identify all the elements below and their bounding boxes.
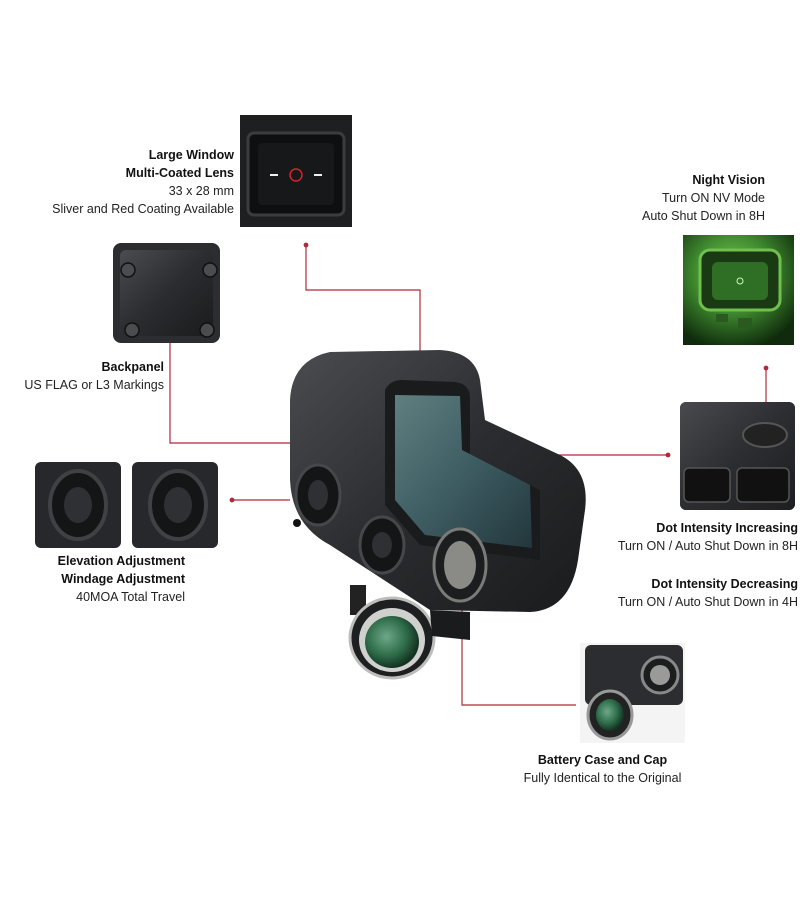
- callout-night-vision: Night Vision Turn ON NV Mode Auto Shut D…: [642, 171, 765, 225]
- screw-icon: [202, 262, 218, 278]
- up-button-icon: [683, 467, 731, 503]
- night-vision-title: Night Vision: [692, 173, 765, 187]
- backpanel-thumbnail: [113, 243, 220, 343]
- nv-shutdown-text: Auto Shut Down in 8H: [642, 209, 765, 223]
- dot-increase-text: Turn ON / Auto Shut Down in 8H: [617, 539, 798, 553]
- screw-icon: [199, 322, 215, 338]
- callout-backpanel: Backpanel US FLAG or L3 Markings: [24, 358, 164, 394]
- backpanel-markings-text: US FLAG or L3 Markings: [24, 378, 164, 392]
- nv-mode-text: Turn ON NV Mode: [661, 191, 765, 205]
- leader-line-battery: [461, 610, 576, 706]
- holographic-sight: [290, 350, 586, 680]
- elevation-adjustment-title: Elevation Adjustment: [57, 554, 185, 568]
- windage-adjustment-title: Windage Adjustment: [61, 572, 185, 586]
- nv-button-icon: [742, 422, 788, 448]
- dot-increase-title: Dot Intensity Increasing: [656, 521, 798, 535]
- leader-line-backpanel: [169, 330, 295, 444]
- window-thumbnail: [240, 115, 352, 227]
- dot-decrease-title: Dot Intensity Decreasing: [651, 577, 798, 591]
- dot-intensity-thumbnail: [680, 402, 795, 510]
- red-dot-reticle-icon: [289, 168, 303, 182]
- window-size-text: 33 x 28 mm: [168, 184, 234, 198]
- callout-adjustment: Elevation Adjustment Windage Adjustment …: [58, 552, 185, 606]
- screw-icon: [120, 262, 136, 278]
- multi-coated-lens-title: Multi-Coated Lens: [125, 166, 234, 180]
- backpanel-title: Backpanel: [101, 360, 164, 374]
- callout-battery: Battery Case and Cap Fully Identical to …: [500, 751, 705, 787]
- callout-large-window: Large Window Multi-Coated Lens 33 x 28 m…: [52, 146, 234, 218]
- window-glass: [395, 395, 532, 548]
- callout-dot-increase: Dot Intensity Increasing Turn ON / Auto …: [618, 519, 798, 555]
- battery-text: Fully Identical to the Original: [523, 771, 682, 785]
- coating-text: Sliver and Red Coating Available: [52, 202, 234, 216]
- large-window-title: Large Window: [148, 148, 234, 162]
- adjustment-thumbnails: [35, 462, 218, 548]
- screw-icon: [124, 322, 140, 338]
- down-button-icon: [736, 467, 790, 503]
- leader-line-window: [305, 245, 421, 385]
- travel-text: 40MOA Total Travel: [76, 590, 185, 604]
- battery-thumbnail: [580, 643, 685, 743]
- night-vision-thumbnail: [683, 235, 794, 345]
- battery-title: Battery Case and Cap: [537, 753, 668, 767]
- callout-dot-decrease: Dot Intensity Decreasing Turn ON / Auto …: [618, 575, 798, 611]
- dot-decrease-text: Turn ON / Auto Shut Down in 4H: [617, 595, 798, 609]
